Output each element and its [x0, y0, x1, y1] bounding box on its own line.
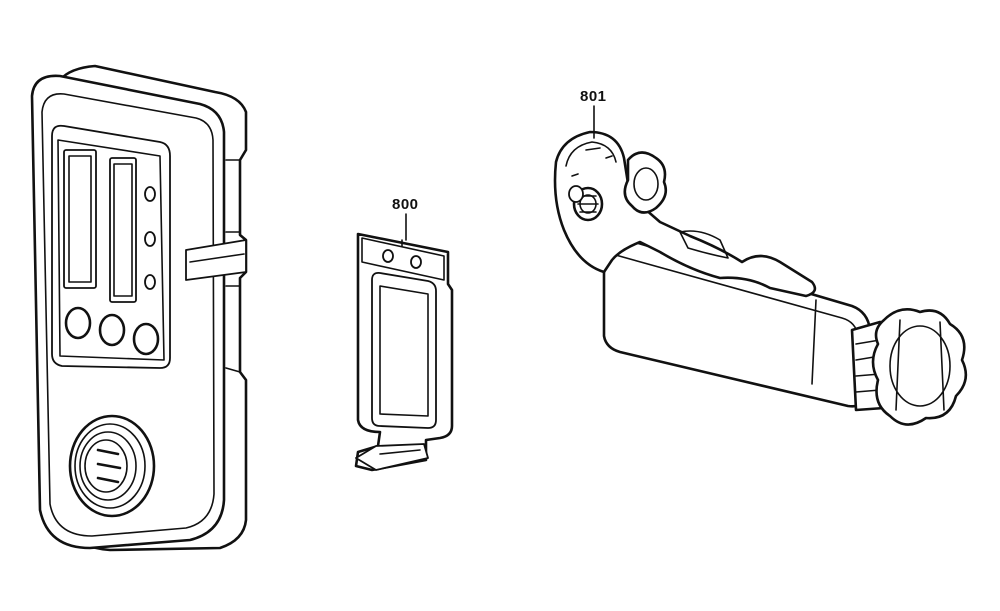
part-801-rod-clamp [553, 130, 968, 426]
part-801-callout: 801 [580, 88, 607, 105]
part-800-clip-plate [354, 232, 454, 472]
part-800-callout: 800 [392, 196, 419, 213]
laser-receiver-drawing [30, 64, 248, 552]
